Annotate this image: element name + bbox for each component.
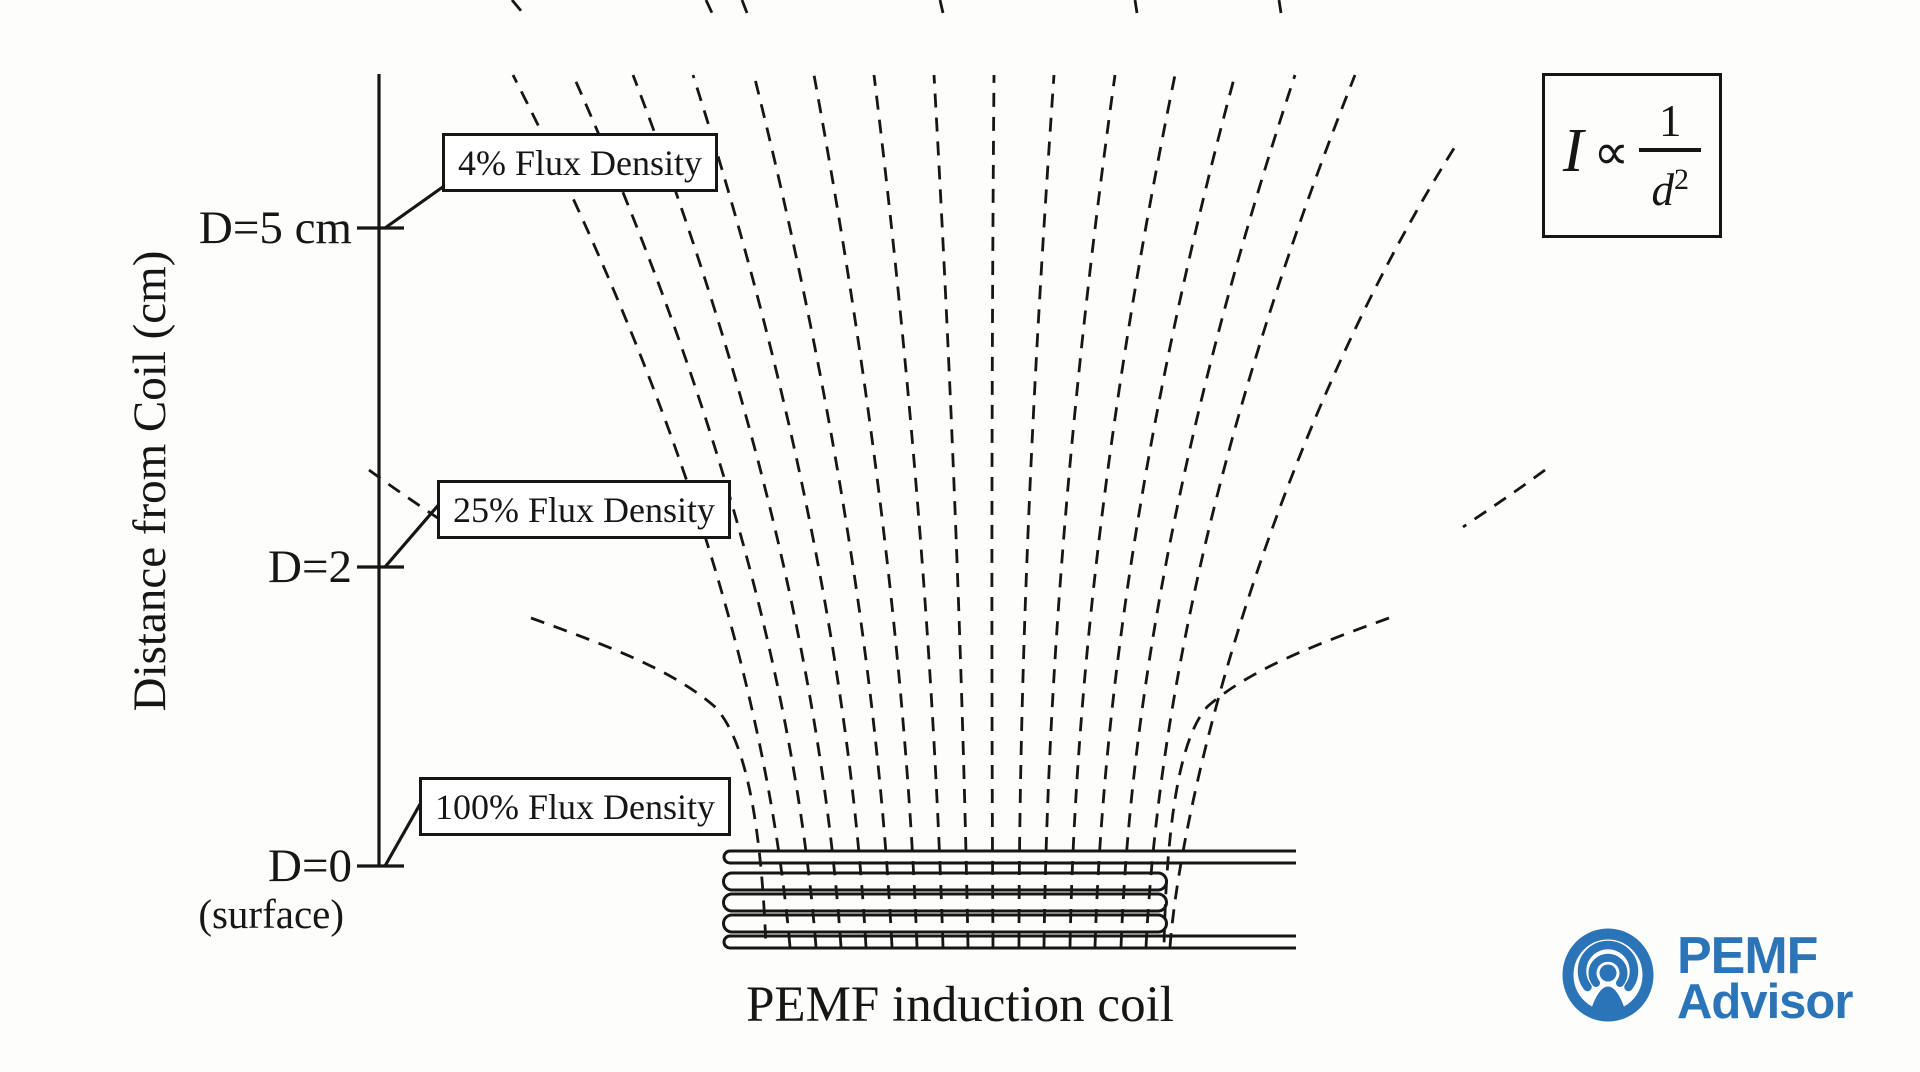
field-line: [740, 0, 749, 14]
induction-coil: [722, 849, 1296, 950]
y-axis-title: Distance from Coil (cm): [124, 250, 176, 712]
field-line: [1042, 74, 1117, 948]
axis-line: [383, 500, 443, 569]
field-line: [691, 74, 868, 948]
tick-label-d2: D=2: [268, 541, 352, 593]
exponent: 2: [1673, 162, 1689, 196]
fraction-denominator: d2: [1651, 155, 1689, 215]
surface-note: (surface): [198, 891, 344, 937]
field-line: [368, 468, 452, 529]
formula-fraction: 1 d2: [1639, 95, 1702, 215]
axis-line: [384, 182, 448, 230]
callout-label: 100% Flux Density: [435, 786, 716, 827]
coil-turn: [722, 871, 1168, 892]
coil-turn: [722, 934, 1296, 950]
fraction-numerator: 1: [1658, 95, 1682, 146]
field-line: [1133, 0, 1139, 14]
field-line: [1144, 74, 1357, 948]
callout-4pct-flux-density: 4% Flux Density: [442, 133, 719, 192]
field-line: [530, 616, 768, 948]
logo-word-advisor: Advisor: [1677, 975, 1853, 1029]
field-line: [1162, 616, 1390, 948]
tick-label-d0: D=0: [268, 840, 352, 892]
distance-symbol: d: [1651, 164, 1674, 215]
tick-label-d5: D=5 cm: [198, 202, 352, 254]
proportional-to-symbol: ∝: [1593, 123, 1630, 180]
callout-label: 25% Flux Density: [453, 489, 716, 530]
field-line: [812, 74, 919, 948]
field-line: [932, 74, 970, 948]
callout-25pct-flux-density: 25% Flux Density: [437, 480, 732, 539]
field-line: [1093, 74, 1237, 948]
field-line: [1017, 74, 1056, 948]
callout-100pct-flux-density: 100% Flux Density: [419, 777, 732, 836]
logo-word-pemf: PEMF: [1677, 927, 1818, 985]
field-line: [510, 0, 524, 13]
field-line: [1068, 74, 1177, 948]
logo-wordmark: PEMF Advisor: [1677, 927, 1853, 1029]
field-line: [1168, 141, 1460, 948]
axis-and-leaders: [357, 74, 448, 868]
fraction-bar: [1639, 147, 1702, 152]
field-line: [872, 74, 945, 948]
formula-intensity-symbol: I: [1562, 116, 1584, 185]
field-line: [704, 0, 714, 14]
field-line: [1277, 0, 1283, 14]
coil-caption: PEMF induction coil: [746, 977, 1174, 1033]
pemf-advisor-logo: PEMF Advisor: [1562, 927, 1853, 1029]
inverse-square-formula-box: I ∝ 1 d2: [1542, 73, 1722, 238]
field-line: [752, 74, 894, 948]
coil-turn: [722, 849, 1296, 865]
field-line: [1462, 468, 1546, 529]
field-line: [1119, 74, 1297, 948]
field-line: [938, 0, 945, 14]
axis-line: [383, 798, 425, 867]
coil-turn: [722, 913, 1168, 934]
radiating-person-icon: [1562, 928, 1654, 1022]
coil-turn: [722, 892, 1168, 913]
field-line: [990, 74, 996, 948]
callout-label: 4% Flux Density: [458, 142, 703, 183]
